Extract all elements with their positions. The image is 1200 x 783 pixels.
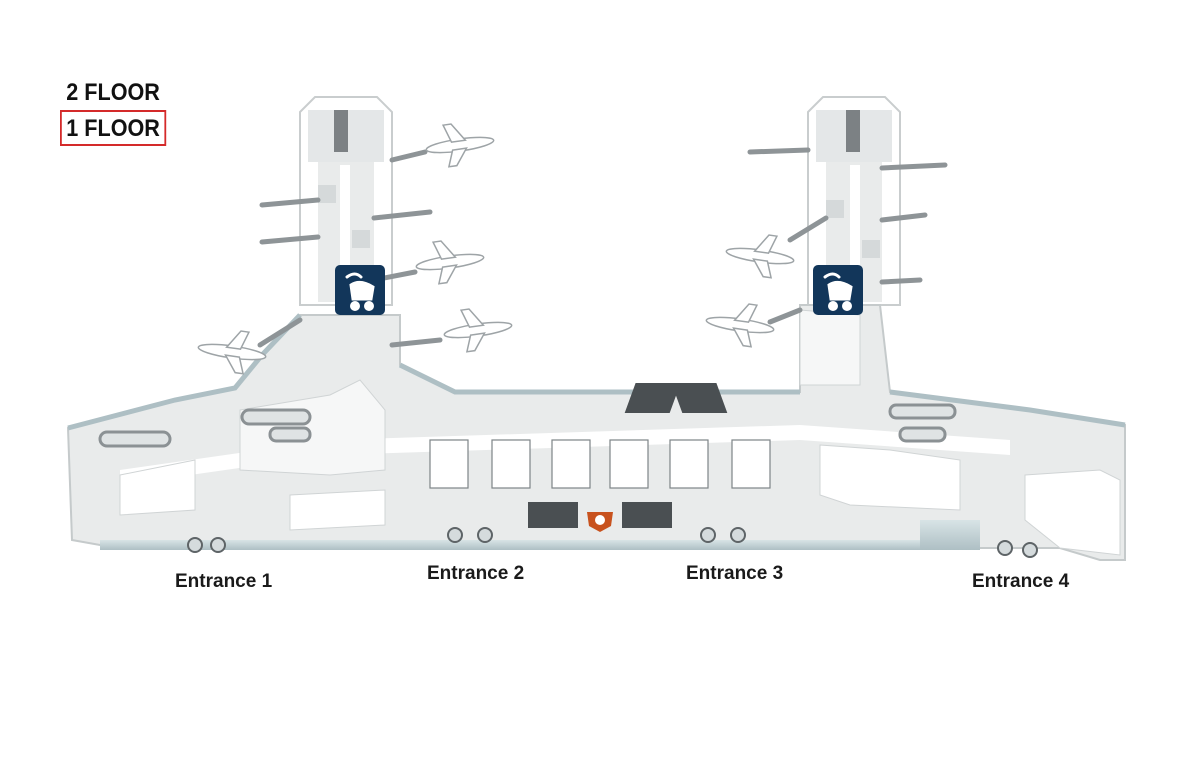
information-icon: [595, 515, 605, 525]
stroller-poi-right[interactable]: [813, 265, 863, 315]
stroller-icon: [345, 272, 375, 311]
jet-bridges: [257, 147, 948, 348]
entrance-1-label[interactable]: Entrance 1: [175, 571, 273, 592]
aircraft: [197, 123, 795, 375]
floor-1-button[interactable]: 1 FLOOR: [60, 110, 167, 146]
entrance-4-label[interactable]: Entrance 4: [972, 571, 1070, 592]
floor-2-button[interactable]: 2 FLOOR: [60, 74, 166, 110]
entrance-2-label[interactable]: Entrance 2: [427, 563, 525, 584]
floor-switcher: 2 FLOOR 1 FLOOR: [60, 74, 180, 146]
information-poi[interactable]: [587, 512, 613, 532]
entrance-3-label[interactable]: Entrance 3: [686, 563, 784, 584]
stroller-icon: [823, 272, 853, 311]
main-terminal: [66, 304, 1126, 561]
entrance-doors: [187, 527, 1038, 558]
stroller-poi-left[interactable]: [335, 265, 385, 315]
check-in-desks: [429, 439, 771, 489]
